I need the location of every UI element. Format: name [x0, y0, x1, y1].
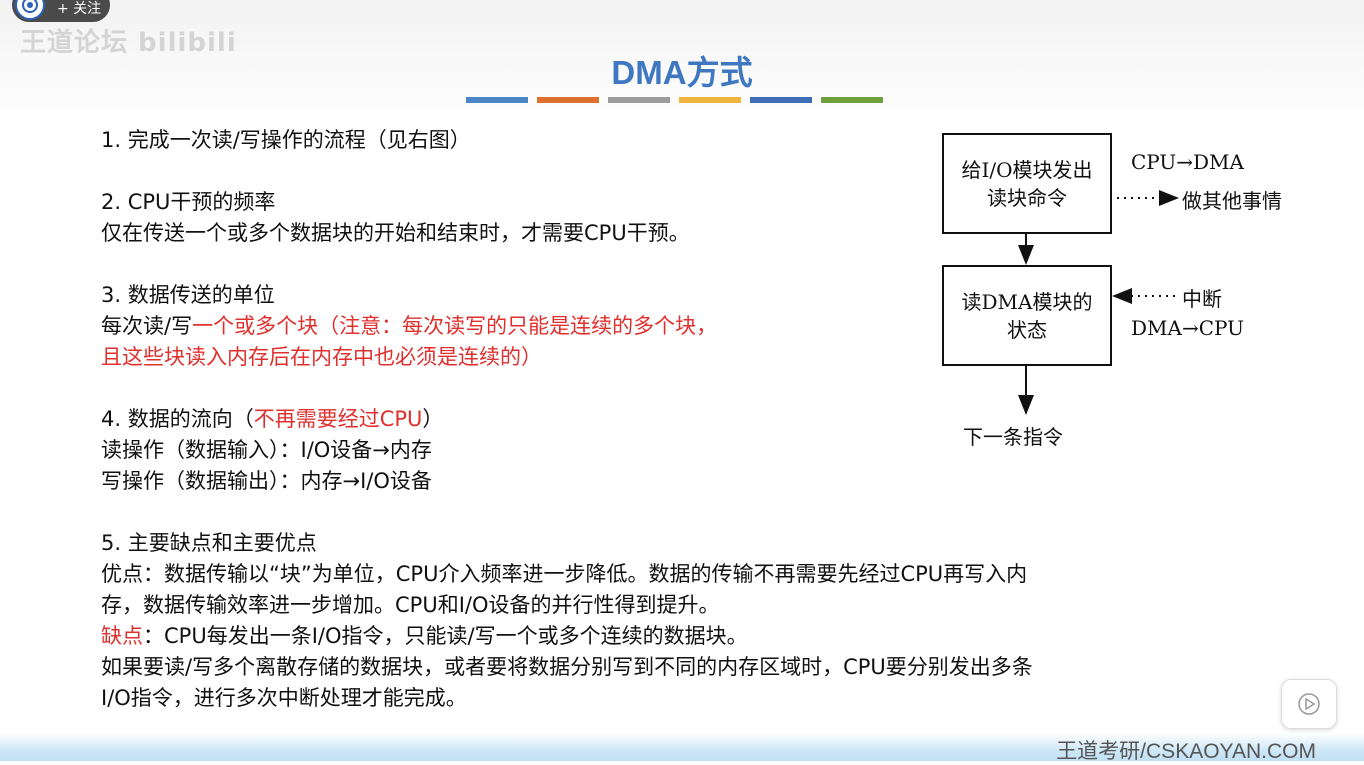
heading-suffix: ） — [422, 407, 444, 431]
disadvantage-text: 如果要读/写多个离散存储的数据块，或者要将数据分别写到不同的内存区域时，CPU要… — [101, 655, 1033, 679]
label-cpu-to-dma: CPU→DMA — [1131, 150, 1244, 174]
label-do-other-work: 做其他事情 — [1182, 189, 1282, 213]
uploader-avatar — [15, 0, 45, 20]
read-dma-status-box: 读DMA模块的 状态 — [942, 265, 1112, 366]
section-4: 4. 数据的流向（不再需要经过CPU） 读操作（数据输入）：I/O设备→内存 写… — [101, 404, 1261, 497]
advantage-text: 存，数据传输效率进一步增加。CPU和I/O设备的并行性得到提升。 — [101, 593, 720, 617]
accent-bar — [608, 97, 670, 103]
section-1: 1. 完成一次读/写操作的流程（见右图） — [101, 125, 1261, 156]
label-next-instruction: 下一条指令 — [963, 425, 1063, 449]
section-heading: 1. 完成一次读/写操作的流程（见右图） — [101, 128, 471, 152]
issue-read-command-box: 给I/O模块发出 读块命令 — [942, 133, 1112, 234]
text-highlight: 一个或多个块（注意：每次读写的只能是连续的多个块， — [192, 314, 718, 338]
box-text: 读DMA模块的 — [961, 289, 1093, 314]
disadvantage-label: 缺点 — [101, 624, 143, 648]
section-text: 每次读/写一个或多个块（注意：每次读写的只能是连续的多个块， — [101, 311, 1261, 342]
section-text: 仅在传送一个或多个数据块的开始和结束时，才需要CPU干预。 — [101, 221, 690, 245]
heading-prefix: 4. 数据的流向（ — [101, 407, 254, 431]
play-button[interactable] — [1281, 679, 1337, 729]
box-text: 状态 — [1007, 317, 1047, 342]
section-5: 5. 主要缺点和主要优点 优点：数据传输以“块”为单位，CPU介入频率进一步降低… — [101, 528, 1261, 714]
title-accent-bars — [466, 97, 892, 103]
accent-bar — [750, 97, 812, 103]
disadvantage-text: I/O指令，进行多次中断处理才能完成。 — [101, 686, 467, 710]
text-normal: 每次读/写 — [101, 314, 193, 338]
accent-bar — [821, 97, 883, 103]
section-heading: 5. 主要缺点和主要优点 — [101, 531, 317, 555]
slide-title: DMA方式 — [611, 54, 753, 91]
dma-flow-diagram: 给I/O模块发出 读块命令 读DMA模块的 状态 CPU→DMA 做其他事情 中… — [925, 125, 1325, 465]
accent-bar — [537, 97, 599, 103]
text-highlight: 且这些块读入内存后在内存中也必须是连续的） — [101, 345, 542, 369]
box-text: 读块命令 — [986, 185, 1067, 210]
section-text: 读操作（数据输入）：I/O设备→内存 — [101, 438, 432, 462]
follow-button[interactable]: + 关注 — [12, 0, 110, 22]
footer-brand: 王道考研/CSKAOYAN.COM — [1056, 740, 1316, 763]
section-3: 3. 数据传送的单位 每次读/写一个或多个块（注意：每次读写的只能是连续的多个块… — [101, 280, 1261, 373]
label-interrupt: 中断 — [1182, 287, 1222, 311]
accent-bar — [466, 97, 528, 103]
play-icon — [1298, 693, 1320, 715]
diagram-arrows — [1018, 190, 1179, 415]
label-dma-to-cpu: DMA→CPU — [1131, 316, 1244, 340]
box-text: 给I/O模块发出 — [961, 157, 1093, 182]
disadvantage-body: ：CPU每发出一条I/O指令，只能读/写一个或多个连续的数据块。 — [143, 624, 748, 648]
heading-highlight: 不再需要经过CPU — [253, 407, 423, 431]
disadvantage-text: 缺点：CPU每发出一条I/O指令，只能读/写一个或多个连续的数据块。 — [101, 621, 1261, 652]
advantage-text: 优点：数据传输以“块”为单位，CPU介入频率进一步降低。数据的传输不再需要先经过… — [101, 562, 1028, 586]
slide-header-background — [0, 0, 1364, 125]
section-2: 2. CPU干预的频率 仅在传送一个或多个数据块的开始和结束时，才需要CPU干预… — [101, 187, 1261, 249]
section-heading: 3. 数据传送的单位 — [101, 283, 275, 307]
slide-body: 1. 完成一次读/写操作的流程（见右图） 2. CPU干预的频率 仅在传送一个或… — [101, 125, 1261, 714]
accent-bar — [679, 97, 741, 103]
footer-decoration — [0, 733, 1364, 761]
section-text: 写操作（数据输出）：内存→I/O设备 — [101, 469, 432, 493]
section-heading: 4. 数据的流向（不再需要经过CPU） — [101, 404, 1261, 435]
section-heading: 2. CPU干预的频率 — [101, 190, 276, 214]
follow-label: + 关注 — [57, 1, 102, 17]
university-logo-icon — [22, 0, 38, 13]
site-watermark: 王道论坛 bilibili — [20, 28, 237, 58]
